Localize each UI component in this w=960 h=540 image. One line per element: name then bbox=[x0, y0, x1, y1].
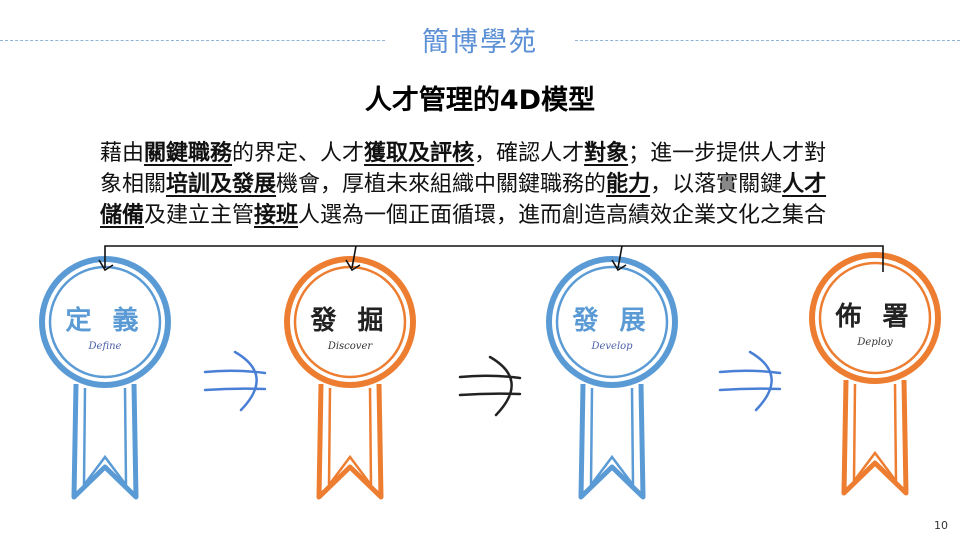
text-segment: ；進一步提供人才對 bbox=[628, 141, 827, 166]
medal-label-deploy: 佈 署 Deploy bbox=[815, 296, 935, 348]
brand-header: 簡博學苑 bbox=[0, 20, 960, 59]
medal-label-develop: 發 展 Develop bbox=[552, 300, 672, 352]
medal-subtitle: Develop bbox=[591, 341, 633, 352]
paragraph-line: 儲備及建立主管接班人選為一個正面循環，進而創造高績效企業文化之集合 bbox=[100, 200, 900, 231]
double-arrow-icon bbox=[203, 350, 267, 412]
medal-subtitle: Define bbox=[88, 341, 122, 352]
text-segment: 象相關 bbox=[100, 172, 167, 197]
keyword-emphasis: 接班 bbox=[254, 203, 299, 228]
arrowhead-icon bbox=[611, 259, 627, 272]
paragraph-line: 藉由關鍵職務的界定、人才獲取及評核，確認人才對象；進一步提供人才對 bbox=[100, 138, 900, 169]
medal-outer-ring bbox=[284, 256, 416, 388]
ribbon-outer bbox=[71, 383, 139, 500]
medal-outer-ring bbox=[546, 256, 678, 388]
text-segment: ，確認人才 bbox=[474, 141, 585, 166]
description-paragraph: 藉由關鍵職務的界定、人才獲取及評核，確認人才對象；進一步提供人才對象相關培訓及發… bbox=[100, 138, 900, 231]
text-segment: 藉由 bbox=[100, 141, 145, 166]
medal-title: 定 義 bbox=[65, 306, 145, 336]
text-segment: 及建立主管 bbox=[144, 203, 255, 228]
medal-label-define: 定 義 Define bbox=[45, 300, 165, 352]
ribbon-inner bbox=[852, 383, 898, 485]
medal-label-discover: 發 掘 Discover bbox=[290, 300, 410, 352]
feedback-branch bbox=[617, 245, 623, 269]
double-arrow-icon bbox=[718, 350, 782, 412]
medal-title: 發 展 bbox=[572, 306, 652, 336]
keyword-emphasis: 能力 bbox=[606, 172, 651, 197]
keyword-emphasis: 儲備 bbox=[100, 203, 145, 228]
arrowhead-icon bbox=[98, 259, 114, 272]
slide-title: 人才管理的4D模型 bbox=[364, 85, 596, 116]
header-divider-right bbox=[575, 40, 960, 41]
ribbon-outer bbox=[578, 383, 646, 500]
medal-title: 佈 署 bbox=[835, 302, 915, 332]
medal-outer-ring bbox=[809, 252, 941, 384]
keyword-emphasis: 關鍵職務 bbox=[144, 141, 233, 166]
keyword-emphasis: 培訓及發展 bbox=[166, 172, 277, 197]
medal-subtitle: Discover bbox=[327, 341, 373, 352]
ribbon-inner bbox=[327, 387, 373, 489]
keyword-emphasis: 獲取及評核 bbox=[364, 141, 475, 166]
text-segment: 機會，厚植未來組織中關鍵職務的 bbox=[276, 172, 607, 197]
ribbon-outer bbox=[841, 379, 909, 496]
keyword-emphasis: 對象 bbox=[584, 141, 629, 166]
medal-inner-ring bbox=[555, 265, 669, 379]
ribbon-outer bbox=[316, 383, 384, 500]
ribbon-inner bbox=[589, 387, 635, 489]
ribbon-inner bbox=[82, 387, 128, 489]
brand-name: 簡博學苑 bbox=[422, 27, 538, 58]
text-segment: ，以落實關鍵 bbox=[650, 172, 783, 197]
feedback-loop-line bbox=[104, 245, 884, 272]
double-arrow-icon bbox=[458, 355, 522, 417]
header-divider-left bbox=[0, 40, 385, 41]
medal-inner-ring bbox=[818, 261, 932, 375]
page-number: 10 bbox=[934, 519, 948, 532]
arrowhead-icon bbox=[345, 259, 361, 272]
keyword-emphasis: 人才 bbox=[782, 172, 827, 197]
medal-title: 發 掘 bbox=[310, 306, 390, 336]
medal-subtitle: Deploy bbox=[857, 337, 893, 348]
text-segment: 的界定、人才 bbox=[232, 141, 365, 166]
paragraph-line: 象相關培訓及發展機會，厚植未來組織中關鍵職務的能力，以落實關鍵人才 bbox=[100, 169, 900, 200]
text-segment: 人選為一個正面循環，進而創造高績效企業文化之集合 bbox=[298, 203, 827, 228]
feedback-branch bbox=[351, 245, 357, 269]
